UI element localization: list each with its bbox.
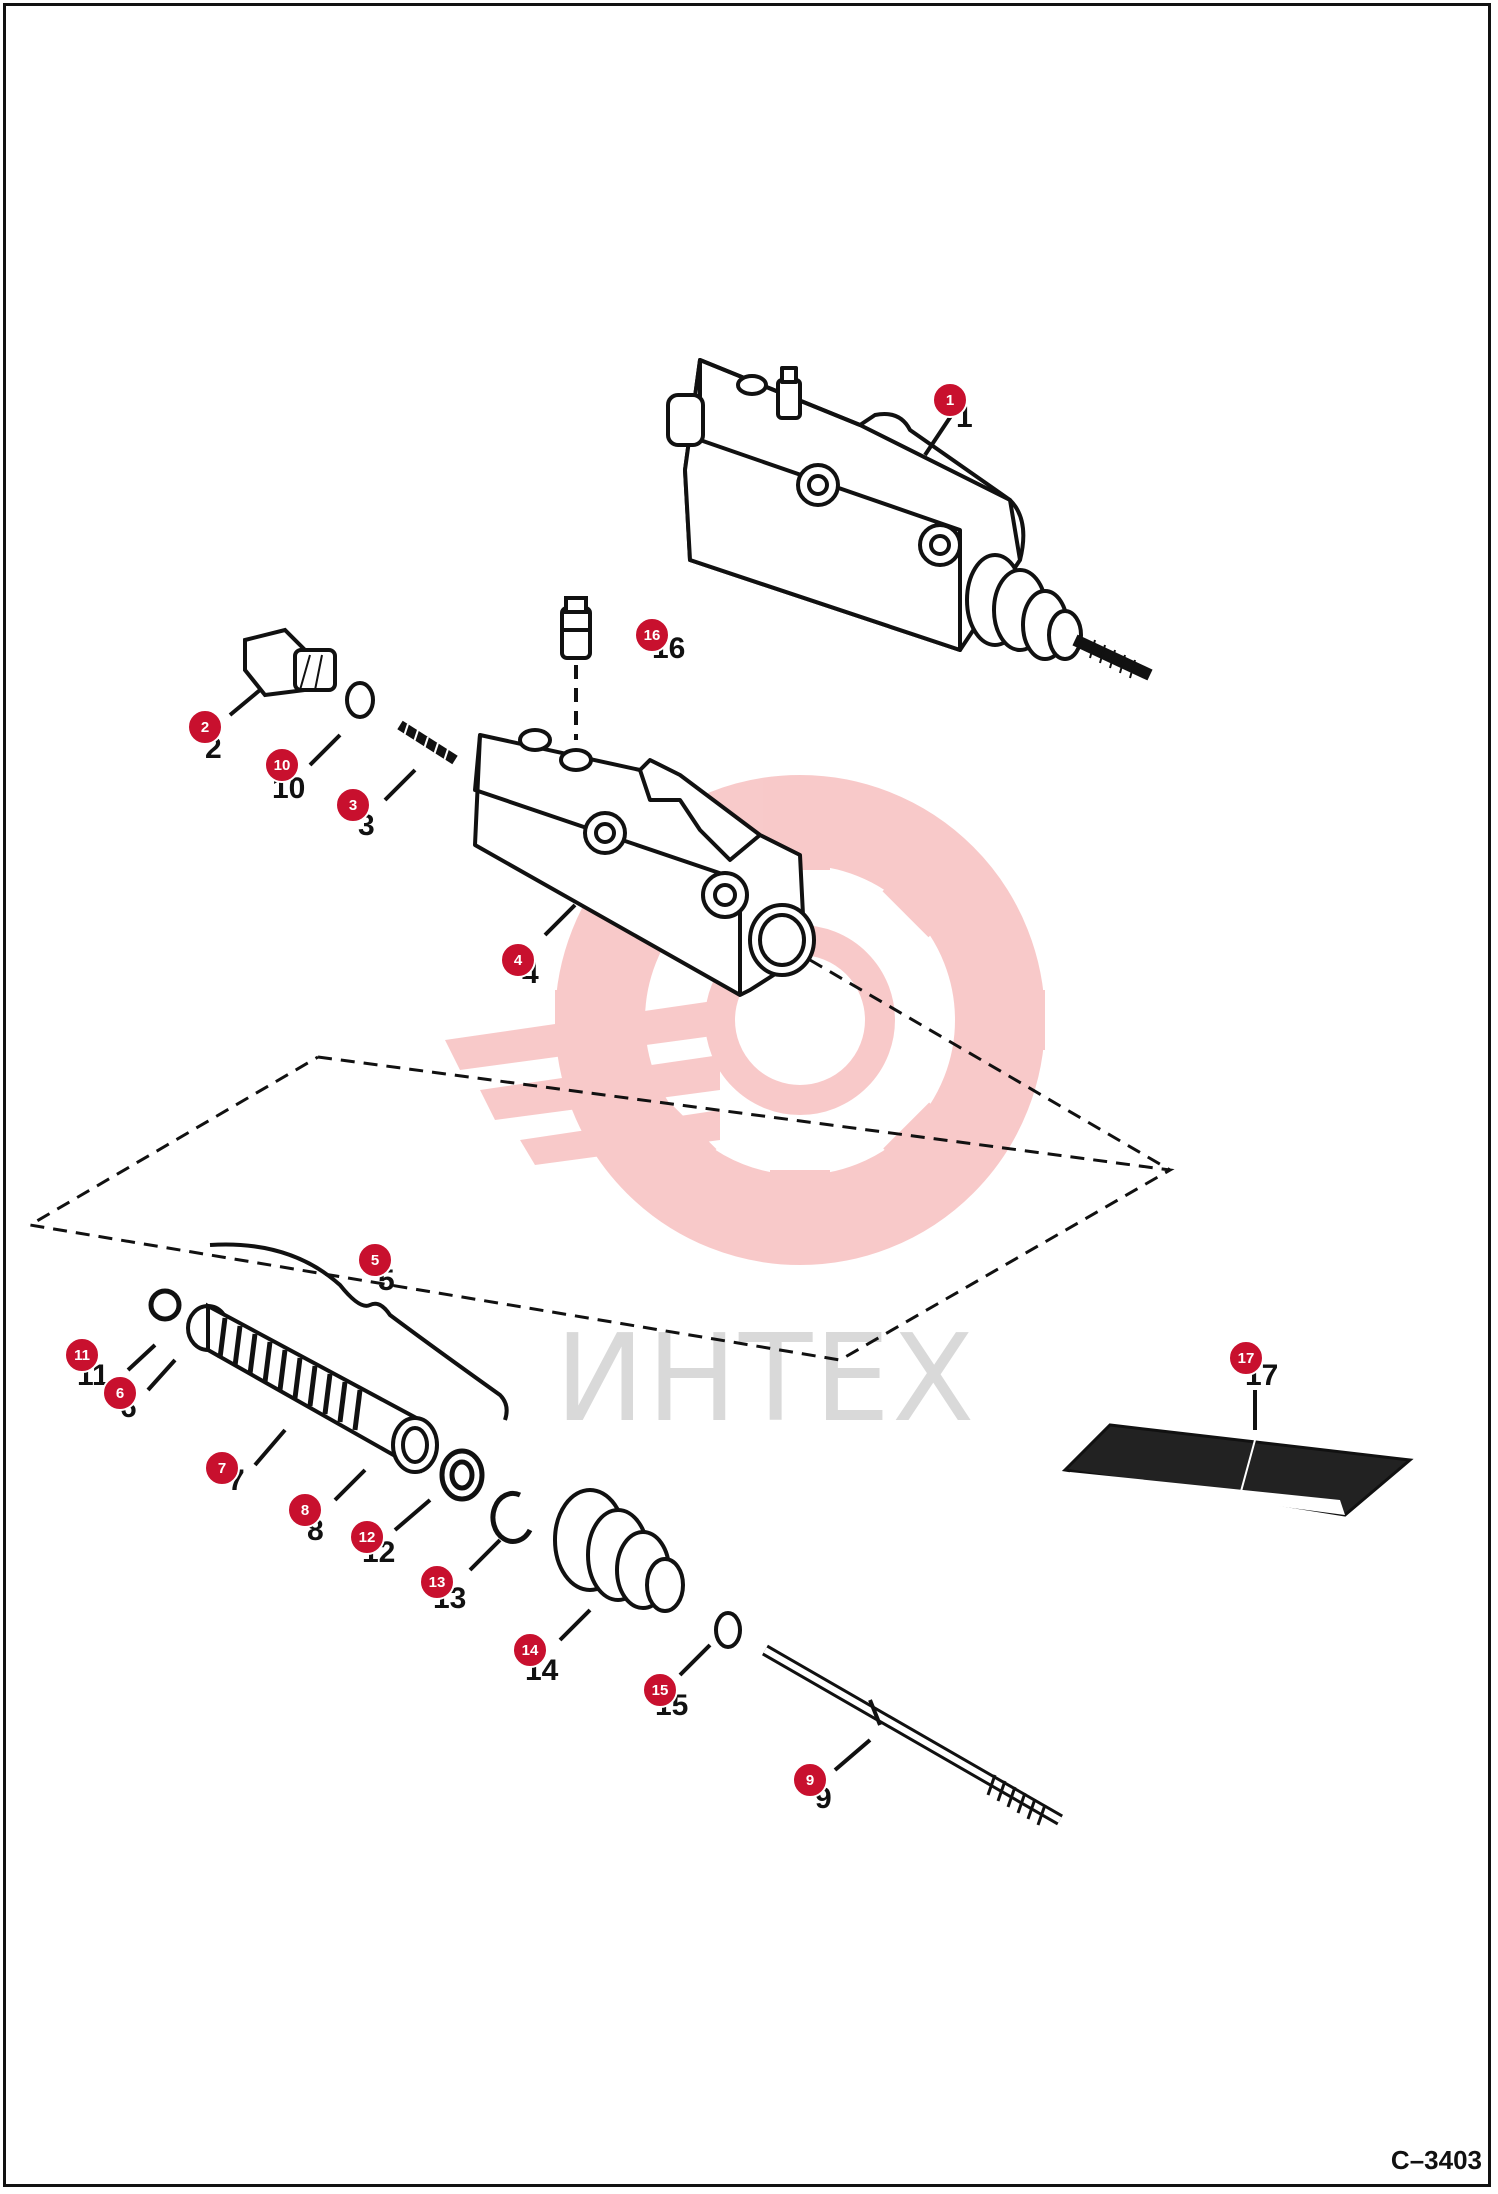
callout-circle: [792, 1762, 828, 1798]
callout-circle: [932, 382, 968, 418]
callout-marker-7[interactable]: 7: [204, 1450, 240, 1486]
watermark-text: ИНТЕХ: [555, 1310, 977, 1449]
callout-marker-4[interactable]: 4: [500, 942, 536, 978]
callout-label: 2: [201, 719, 209, 736]
callout-label: 15: [652, 1682, 669, 1699]
callout-marker-11[interactable]: 11: [64, 1337, 100, 1373]
callout-label: 5: [371, 1252, 379, 1269]
callout-circle: [357, 1242, 393, 1278]
callout-marker-5[interactable]: 5: [357, 1242, 393, 1278]
callout-label: 9: [806, 1772, 814, 1789]
callout-label: 16: [644, 627, 661, 644]
callout-marker-9[interactable]: 9: [792, 1762, 828, 1798]
callout-marker-3[interactable]: 3: [335, 787, 371, 823]
callout-circle: [64, 1337, 100, 1373]
callout-circle: [1228, 1340, 1264, 1376]
callout-marker-10[interactable]: 10: [264, 747, 300, 783]
callout-label: 11: [74, 1347, 90, 1364]
callout-circle: [264, 747, 300, 783]
callout-circle: [642, 1672, 678, 1708]
callout-label: 13: [429, 1574, 446, 1591]
callout-circle: [512, 1632, 548, 1668]
callout-label: 10: [274, 757, 291, 774]
callout-marker-2[interactable]: 2: [187, 709, 223, 745]
callout-label: 17: [1238, 1350, 1255, 1367]
callout-label: 12: [359, 1529, 376, 1546]
callout-label: 8: [301, 1502, 309, 1519]
bleed-fitting: [560, 596, 592, 740]
callout-label: 4: [514, 952, 523, 969]
o-ring-10: [345, 681, 375, 719]
decal-17: [1061, 1423, 1414, 1517]
callout-marker-17[interactable]: 17: [1228, 1340, 1264, 1376]
callout-label: 7: [218, 1460, 226, 1477]
callout-label: 3: [349, 797, 357, 814]
seal-11: [148, 1288, 182, 1322]
callout-marker-8[interactable]: 8: [287, 1492, 323, 1528]
spring-3: [397, 720, 458, 765]
assembly-dashed-outline: [25, 958, 1175, 1362]
diagram-border: [3, 3, 1491, 2187]
callout-circle: [349, 1519, 385, 1555]
kit-bracket-5: [209, 1242, 509, 1421]
callout-marker-1[interactable]: 1: [932, 382, 968, 418]
callout-circle: [634, 617, 670, 653]
callout-circle: [500, 942, 536, 978]
piston-spring-assembly: [186, 1302, 439, 1474]
callout-marker-12[interactable]: 12: [349, 1519, 385, 1555]
cylinder-body: [473, 728, 816, 997]
callout-circle: [204, 1450, 240, 1486]
boot-14: [553, 1488, 685, 1613]
drawing-id: C–3403: [1390, 2145, 1482, 2175]
callout-circle: [287, 1492, 323, 1528]
callout-circle: [102, 1375, 138, 1411]
callout-label: 6: [116, 1385, 124, 1402]
callout-circle: [335, 787, 371, 823]
callout-marker-15[interactable]: 15: [642, 1672, 678, 1708]
callout-marker-14[interactable]: 14: [512, 1632, 548, 1668]
callout-marker-6[interactable]: 6: [102, 1375, 138, 1411]
callout-circle: [419, 1564, 455, 1600]
callout-marker-16[interactable]: 16: [634, 617, 670, 653]
inlet-fitting: [243, 627, 337, 698]
callout-label: 1: [946, 392, 954, 409]
washer-12: [439, 1448, 485, 1502]
push-rod-9: [762, 1644, 1063, 1826]
callout-marker-13[interactable]: 13: [419, 1564, 455, 1600]
callout-circle: [187, 709, 223, 745]
snap-ring-13: [490, 1490, 533, 1544]
master-cylinder-assembly: [666, 358, 1153, 681]
callout-label: 14: [522, 1642, 539, 1659]
o-ring-15: [714, 1611, 742, 1649]
